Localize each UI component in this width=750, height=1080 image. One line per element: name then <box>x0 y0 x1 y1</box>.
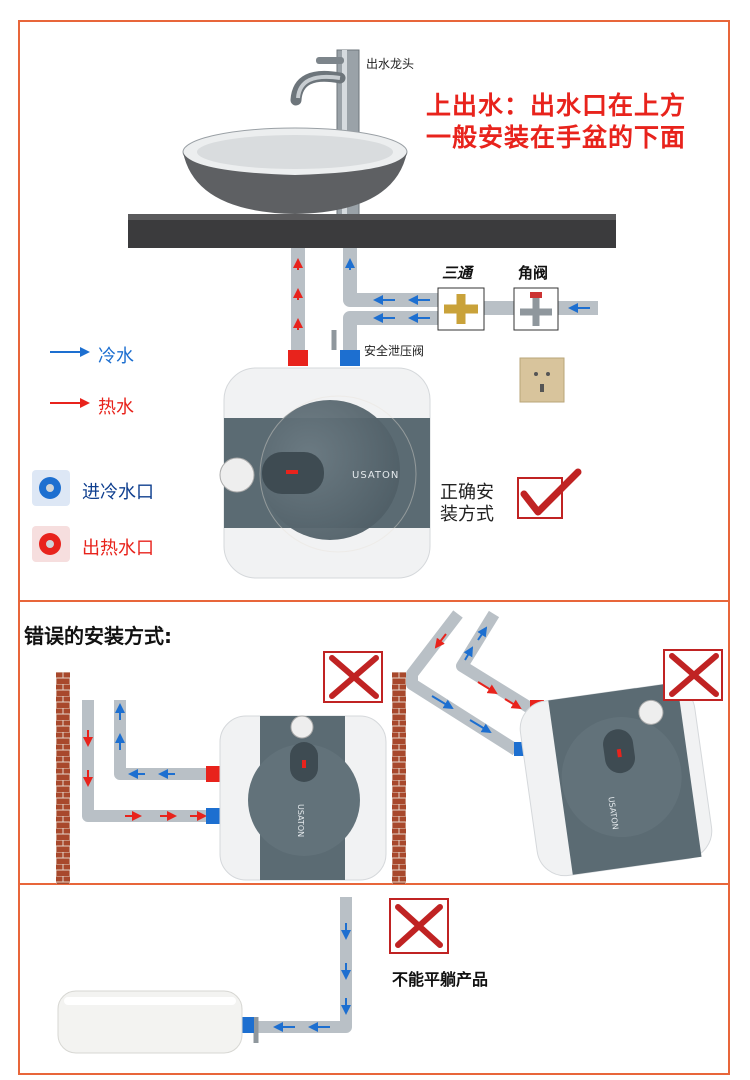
water-heater-wrong-1: USATON <box>219 715 387 881</box>
brick-wall <box>392 672 406 884</box>
relief-valve-label: 安全泄压阀 <box>364 344 425 358</box>
verdict-line-2: 装方式 <box>440 504 494 525</box>
headline-line-2: 一般安装在手盆的下面 <box>426 123 687 152</box>
angle-valve-label: 角阀 <box>518 264 549 282</box>
faucet-label: 出水龙头 <box>366 57 415 71</box>
headline-line-1: 上出水：出水口在上方 <box>426 91 687 120</box>
lying-installation-panel <box>18 883 730 1075</box>
cross-mark-icon <box>389 898 449 954</box>
basin-icon <box>182 127 408 214</box>
hot-outlet-label: 出热水口 <box>82 538 154 559</box>
cold-fitting-icon <box>32 470 70 506</box>
lying-label: 不能平躺产品 <box>392 970 489 989</box>
legend-cold: 冷水 <box>98 346 134 367</box>
heater-brand: USATON <box>352 470 399 481</box>
water-heater-wrong-2: USATON <box>519 682 713 877</box>
correct-installation-diagram: USATON <box>32 49 616 579</box>
wrong-section-title: 错误的安装方式: <box>24 624 172 648</box>
legend-hot: 热水 <box>98 397 134 418</box>
water-heater: USATON <box>219 367 431 579</box>
check-mark-icon <box>517 468 582 519</box>
heater-brand-rotated-1: USATON <box>296 804 305 837</box>
wall-socket-icon <box>519 357 565 403</box>
cross-mark-icon <box>663 649 723 701</box>
hot-fitting-icon <box>32 526 70 562</box>
brick-wall <box>56 672 70 884</box>
wrong-installation-diagram: USATON <box>56 610 723 884</box>
cold-inlet-label: 进冷水口 <box>82 482 154 503</box>
tee-label: 三通 <box>442 264 473 282</box>
cross-mark-icon <box>323 651 383 703</box>
water-heater-lying <box>57 990 243 1054</box>
lying-installation-diagram <box>57 897 449 1054</box>
verdict-line-1: 正确安 <box>440 482 494 503</box>
